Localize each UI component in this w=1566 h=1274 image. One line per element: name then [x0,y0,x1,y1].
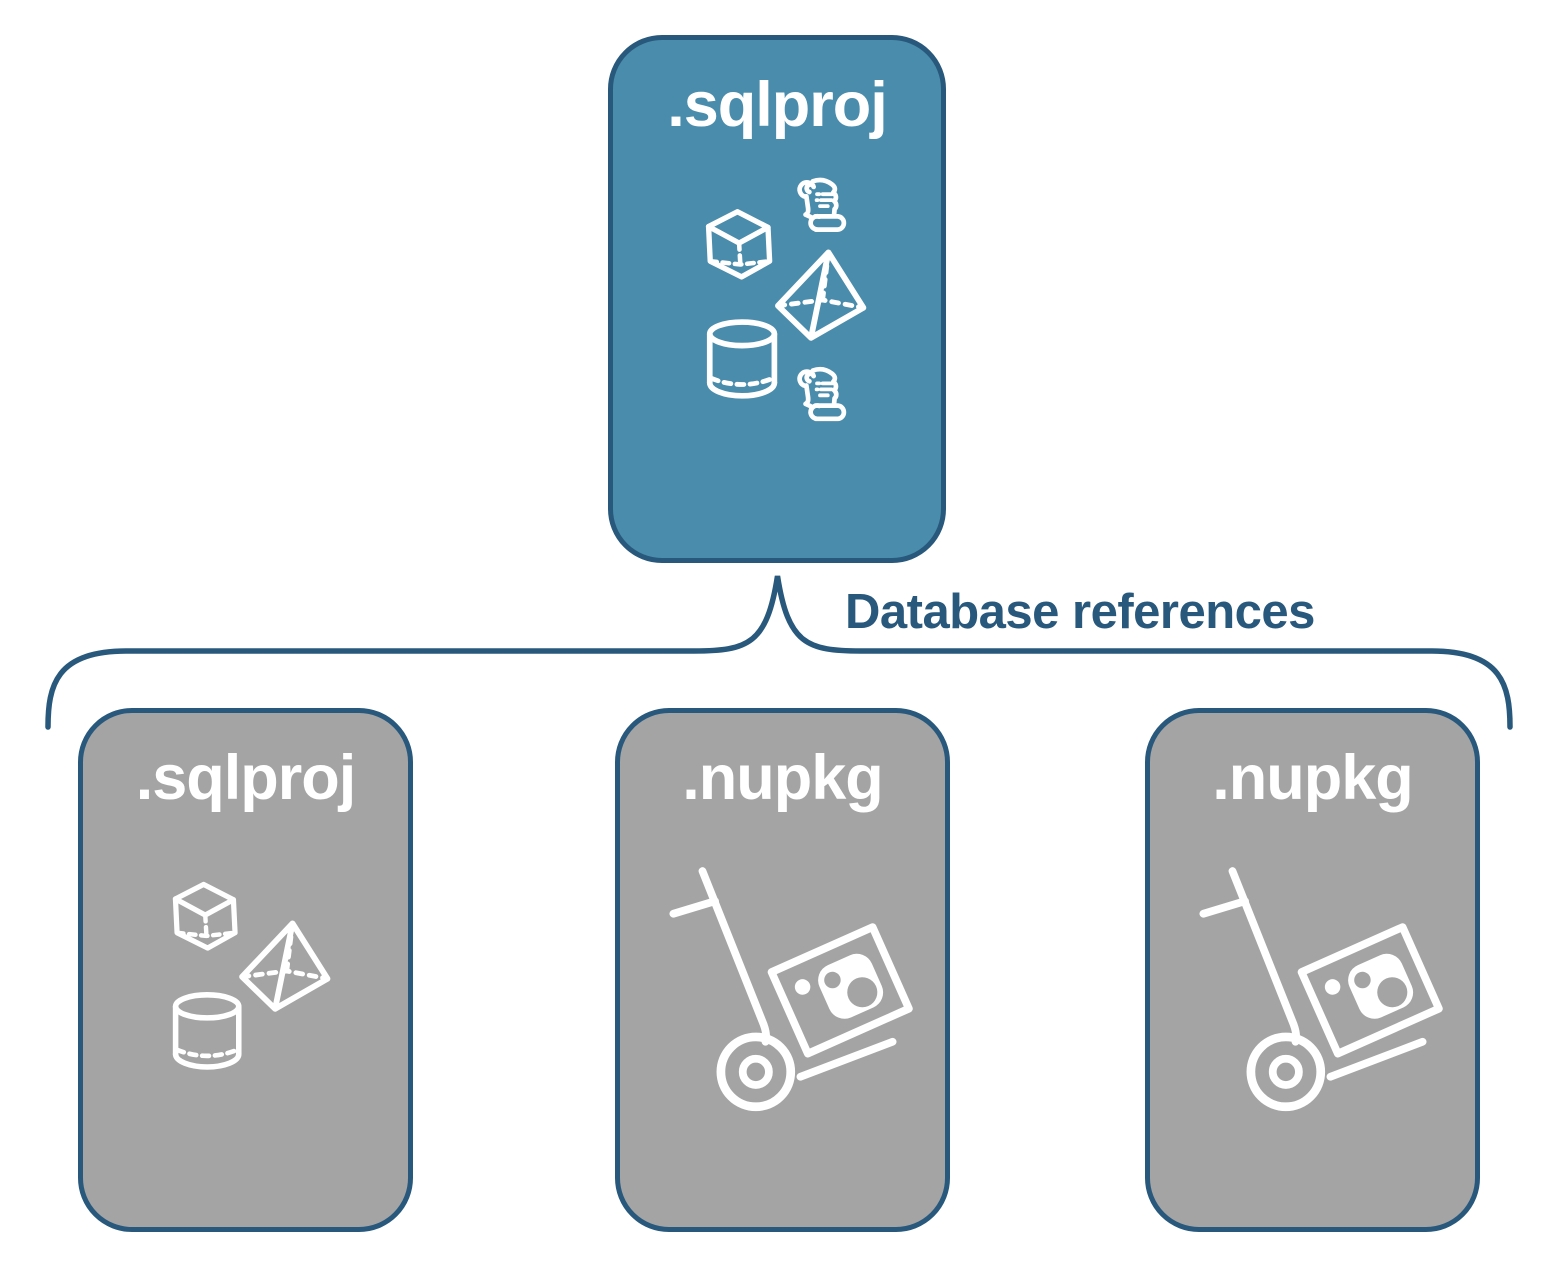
child-node-label: .sqlproj [135,743,357,813]
database-references-label: Database references [845,585,1315,639]
root-node-sqlproj: .sqlproj [608,35,946,563]
child-node-nupkg-1: .nupkg [615,708,950,1232]
nuget-package-dolly-icon [1203,871,1439,1107]
pyramid-icon [778,252,863,337]
child-node-label: .nupkg [682,743,883,813]
cube-icon [175,884,235,948]
cube-icon [709,212,770,277]
child-node-nupkg-2: .nupkg [1145,708,1480,1232]
script-scroll-icon [800,180,844,230]
child-node-label: .nupkg [1212,743,1413,813]
database-cylinder-icon [710,322,775,396]
pyramid-icon [242,923,327,1008]
child-node-sqlproj: .sqlproj [78,708,413,1232]
script-scroll-icon [800,369,844,419]
root-node-label: .sqlproj [667,70,888,140]
database-cylinder-icon [176,995,239,1067]
nuget-package-dolly-icon [673,871,909,1107]
